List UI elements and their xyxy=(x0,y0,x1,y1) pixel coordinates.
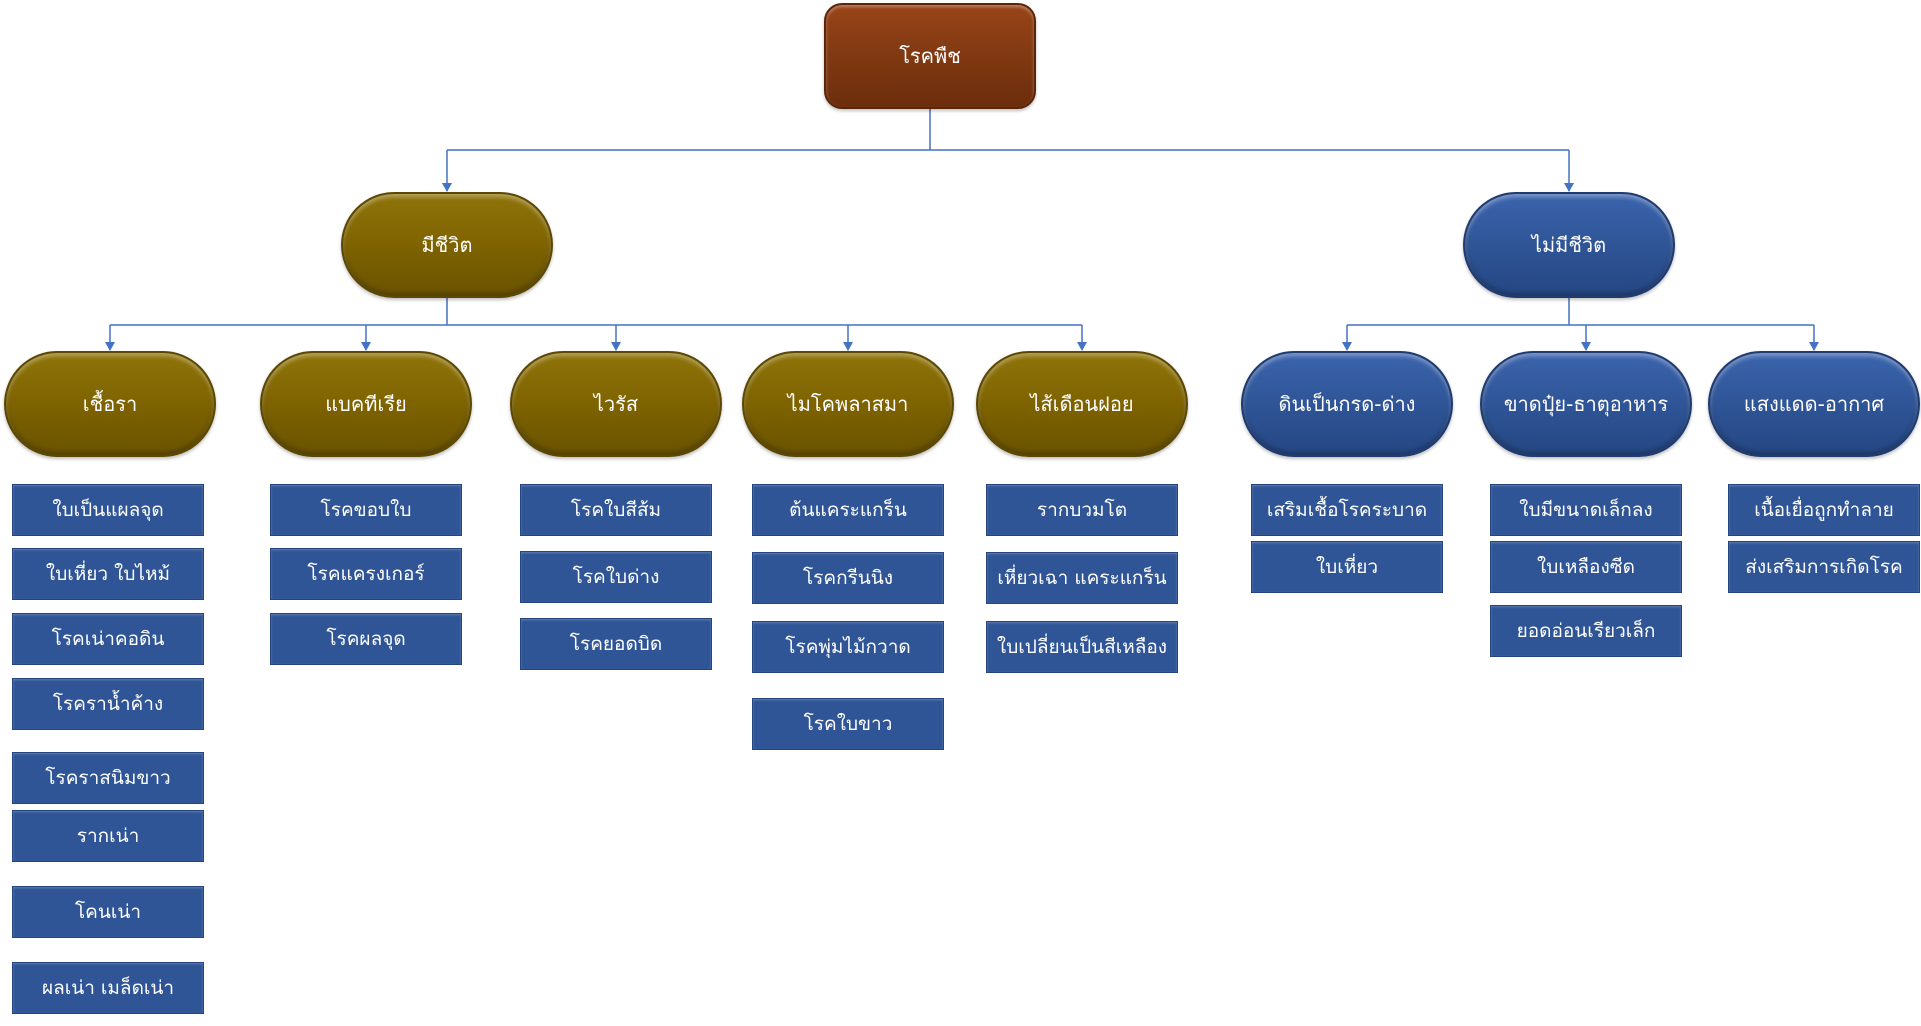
connector-bus xyxy=(110,298,1082,326)
leaf-label: รากบวมโต xyxy=(1036,498,1128,521)
leaf-item[interactable]: ยอดอ่อนเรียวเล็ก xyxy=(1490,605,1682,657)
leaf-item[interactable]: ใบเหี่ยว xyxy=(1251,541,1443,593)
leaf-label: โรคใบขาว xyxy=(803,712,893,735)
category-bacteria[interactable]: แบคทีเรีย xyxy=(260,351,472,457)
category-label: เชื้อรา xyxy=(82,392,138,416)
leaf-label: เนื้อเยื่อถูกทำลาย xyxy=(1754,498,1894,521)
leaf-label: ใบมีขนาดเล็กลง xyxy=(1519,498,1653,521)
category-label: ดินเป็นกรด-ด่าง xyxy=(1278,392,1416,416)
leaf-item[interactable]: โรคใบสีส้ม xyxy=(520,484,712,536)
leaf-item[interactable]: รากบวมโต xyxy=(986,484,1178,536)
leaf-label: โรคราน้ำค้าง xyxy=(52,692,164,715)
leaf-label: โรคขอบใบ xyxy=(320,498,412,521)
leaf-label: โรคผลจุด xyxy=(326,627,406,650)
leaf-item[interactable]: ใบเป็นแผลจุด xyxy=(12,484,204,536)
branch-label: ไม่มีชีวิต xyxy=(1531,233,1607,257)
category-mycoplasma[interactable]: ไมโคพลาสมา xyxy=(742,351,954,457)
leaf-item[interactable]: โรคพุ่มไม้กวาด xyxy=(752,621,944,673)
leaf-item[interactable]: โรคยอดบิด xyxy=(520,618,712,670)
branch-living[interactable]: มีชีวิต xyxy=(341,192,553,298)
root-label: โรคพืช xyxy=(899,44,961,68)
branch-label: มีชีวิต xyxy=(421,233,473,257)
leaf-label: โรคแครงเกอร์ xyxy=(307,562,425,585)
category-label: ขาดปุ๋ย-ธาตุอาหาร xyxy=(1503,392,1669,416)
leaf-item[interactable]: ใบเปลี่ยนเป็นสีเหลือง xyxy=(986,621,1178,673)
leaf-item[interactable]: ใบเหี่ยว ใบไหม้ xyxy=(12,548,204,600)
leaf-item[interactable]: เหี่ยวเฉา แคระแกร็น xyxy=(986,552,1178,604)
category-nematode[interactable]: ไส้เดือนฝอย xyxy=(976,351,1188,457)
leaf-item[interactable]: โรคเน่าคอดิน xyxy=(12,613,204,665)
leaf-label: ใบเป็นแผลจุด xyxy=(52,498,164,521)
category-label: ไมโคพลาสมา xyxy=(787,392,909,416)
leaf-item[interactable]: โรคขอบใบ xyxy=(270,484,462,536)
leaf-label: ผลเน่า เมล็ดเน่า xyxy=(41,976,175,999)
category-virus[interactable]: ไวรัส xyxy=(510,351,722,457)
leaf-label: โรคยอดบิด xyxy=(569,632,663,655)
leaf-item[interactable]: โรคผลจุด xyxy=(270,613,462,665)
leaf-label: ยอดอ่อนเรียวเล็ก xyxy=(1516,619,1656,642)
branch-nonliving[interactable]: ไม่มีชีวิต xyxy=(1463,192,1675,298)
leaf-label: เหี่ยวเฉา แคระแกร็น xyxy=(997,566,1167,589)
root-node[interactable]: โรคพืช xyxy=(824,3,1036,109)
leaf-label: ใบเปลี่ยนเป็นสีเหลือง xyxy=(996,635,1168,658)
leaf-label: ใบเหี่ยว xyxy=(1315,555,1379,578)
leaf-item[interactable]: โรคกรีนนิง xyxy=(752,552,944,604)
leaf-label: รากเน่า xyxy=(76,824,140,847)
leaf-item[interactable]: ใบเหลืองซีด xyxy=(1490,541,1682,593)
leaf-item[interactable]: ส่งเสริมการเกิดโรค xyxy=(1728,541,1920,593)
leaf-label: ส่งเสริมการเกิดโรค xyxy=(1745,555,1903,578)
leaf-item[interactable]: โรคราน้ำค้าง xyxy=(12,678,204,730)
leaf-item[interactable]: ผลเน่า เมล็ดเน่า xyxy=(12,962,204,1014)
connector-bus xyxy=(447,109,1569,151)
leaf-label: ต้นแคระแกร็น xyxy=(789,498,907,521)
leaf-item[interactable]: เสริมเชื้อโรคระบาด xyxy=(1251,484,1443,536)
leaf-label: เสริมเชื้อโรคระบาด xyxy=(1266,498,1428,521)
leaf-label: ใบเหลืองซีด xyxy=(1537,555,1635,578)
category-fungi[interactable]: เชื้อรา xyxy=(4,351,216,457)
leaf-item[interactable]: รากเน่า xyxy=(12,810,204,862)
leaf-label: ใบเหี่ยว ใบไหม้ xyxy=(45,562,171,585)
connector-bus xyxy=(1347,298,1814,326)
leaf-label: โรคใบด่าง xyxy=(572,565,660,588)
leaf-item[interactable]: โรคแครงเกอร์ xyxy=(270,548,462,600)
category-label: ไส้เดือนฝอย xyxy=(1030,392,1134,416)
leaf-item[interactable]: เนื้อเยื่อถูกทำลาย xyxy=(1728,484,1920,536)
category-label: ไวรัส xyxy=(593,392,639,416)
category-sunlight-weather[interactable]: แสงแดด-อากาศ xyxy=(1708,351,1920,457)
category-soil-ph[interactable]: ดินเป็นกรด-ด่าง xyxy=(1241,351,1453,457)
category-label: แบคทีเรีย xyxy=(325,392,407,416)
leaf-label: โรคใบสีส้ม xyxy=(570,498,662,521)
leaf-item[interactable]: ต้นแคระแกร็น xyxy=(752,484,944,536)
leaf-item[interactable]: โรคใบด่าง xyxy=(520,551,712,603)
leaf-label: โรคพุ่มไม้กวาด xyxy=(785,635,911,658)
leaf-item[interactable]: โรคใบขาว xyxy=(752,698,944,750)
leaf-label: โรคกรีนนิง xyxy=(802,566,894,589)
category-nutrient-deficiency[interactable]: ขาดปุ๋ย-ธาตุอาหาร xyxy=(1480,351,1692,457)
leaf-label: โรคเน่าคอดิน xyxy=(51,627,165,650)
leaf-label: โรคราสนิมขาว xyxy=(45,766,171,789)
leaf-label: โคนเน่า xyxy=(74,900,142,923)
leaf-item[interactable]: โคนเน่า xyxy=(12,886,204,938)
leaf-item[interactable]: ใบมีขนาดเล็กลง xyxy=(1490,484,1682,536)
leaf-item[interactable]: โรคราสนิมขาว xyxy=(12,752,204,804)
category-label: แสงแดด-อากาศ xyxy=(1743,392,1885,416)
